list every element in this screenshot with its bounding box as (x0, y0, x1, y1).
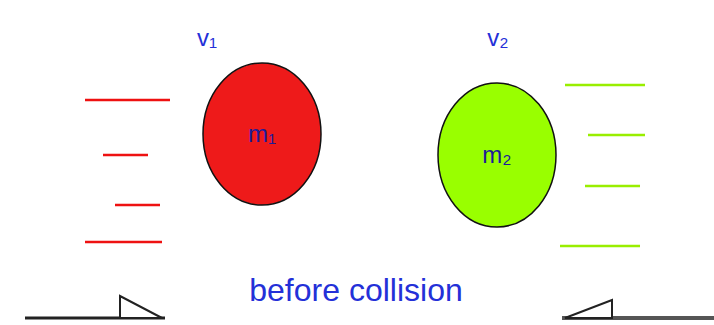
ground-left (25, 296, 165, 318)
ground-right (562, 300, 714, 318)
mass-label: m₁ (248, 120, 276, 148)
mass-label: m₂ (482, 141, 511, 169)
velocity-label: v₁ (197, 24, 217, 52)
mass-ball-green: m₂ (437, 82, 557, 228)
motion-lines-right (560, 85, 645, 246)
mass-ball-red: m₁ (202, 62, 322, 206)
velocity-label: v₂ (487, 24, 508, 52)
caption-text: before collision (249, 272, 462, 309)
motion-lines-left (85, 100, 170, 242)
